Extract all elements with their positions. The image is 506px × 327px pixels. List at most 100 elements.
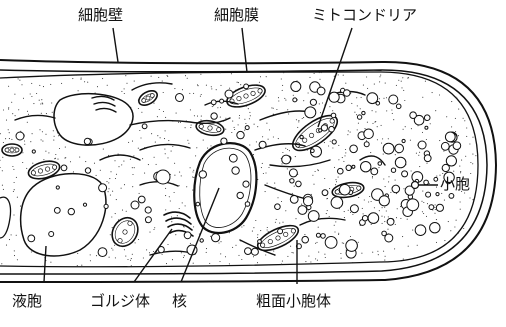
vesicle: [98, 248, 107, 257]
vesicle: [142, 124, 147, 129]
stipple-dot: [164, 138, 165, 139]
vesicle: [361, 162, 371, 172]
stipple-dot: [132, 167, 133, 168]
stipple-dot: [298, 120, 299, 121]
stipple-dot: [206, 248, 207, 249]
stipple-dot: [179, 208, 180, 209]
stipple-dot: [201, 116, 202, 117]
stipple-dot: [81, 78, 82, 79]
stipple-dot: [315, 171, 316, 172]
stipple-dot: [422, 97, 423, 98]
stipple-dot: [460, 209, 461, 210]
stipple-dot: [309, 77, 310, 78]
stipple-dot: [444, 240, 445, 241]
stipple-dot: [329, 106, 330, 107]
stipple-dot: [467, 106, 468, 107]
label-cell-wall: 細胞壁: [78, 7, 123, 23]
stipple-dot: [281, 264, 282, 265]
stipple-dot: [80, 79, 81, 80]
stipple-dot: [13, 191, 14, 192]
stipple-dot: [474, 210, 475, 211]
stipple-dot: [398, 80, 399, 81]
stipple-dot: [381, 216, 382, 217]
stipple-dot: [408, 246, 409, 247]
stipple-dot: [464, 102, 465, 103]
stipple-dot: [448, 71, 449, 72]
stipple-dot: [220, 117, 221, 118]
stipple-dot: [187, 140, 188, 141]
stipple-dot: [171, 221, 172, 222]
stipple-dot: [6, 245, 7, 246]
vesicle: [322, 190, 328, 196]
stipple-dot: [185, 205, 186, 206]
stipple-dot: [96, 255, 97, 256]
stipple-dot: [423, 213, 424, 214]
stipple-dot: [320, 112, 321, 113]
stipple-dot: [112, 249, 113, 250]
vesicle: [232, 167, 239, 174]
stipple-dot: [308, 210, 309, 211]
stipple-dot: [392, 113, 393, 114]
vesicle: [436, 204, 443, 211]
stipple-dot: [239, 115, 240, 116]
stipple-dot: [332, 147, 333, 148]
stipple-dot: [302, 118, 303, 119]
label-nucleus: 核: [172, 293, 187, 309]
stipple-dot: [338, 145, 339, 146]
stipple-dot: [266, 123, 267, 124]
stipple-dot: [395, 180, 396, 181]
vesicle: [389, 95, 398, 104]
stipple-dot: [192, 171, 193, 172]
vesicle: [54, 208, 60, 214]
stipple-dot: [267, 229, 268, 230]
stipple-dot: [421, 201, 422, 202]
stipple-dot: [16, 177, 17, 178]
stipple-dot: [371, 201, 372, 202]
stipple-dot: [310, 261, 311, 262]
stipple-dot: [1, 263, 2, 264]
stipple-dot: [273, 108, 274, 109]
vesicle: [245, 248, 252, 255]
stipple-dot: [3, 109, 4, 110]
stipple-dot: [165, 130, 166, 131]
stipple-dot: [85, 161, 86, 162]
stipple-dot: [244, 130, 245, 131]
stipple-dot: [394, 248, 395, 249]
stipple-dot: [463, 73, 464, 74]
stipple-dot: [260, 230, 261, 231]
stipple-dot: [190, 243, 191, 244]
stipple-dot: [342, 157, 343, 158]
stipple-dot: [163, 111, 164, 112]
stipple-dot: [64, 158, 65, 159]
stipple-dot: [53, 140, 54, 141]
stipple-dot: [385, 83, 386, 84]
stipple-dot: [257, 234, 258, 235]
stipple-dot: [266, 76, 267, 77]
stipple-dot: [134, 167, 135, 168]
stipple-dot: [466, 127, 467, 128]
stipple-dot: [289, 150, 290, 151]
vesicle: [220, 99, 224, 103]
stipple-dot: [106, 181, 107, 182]
stipple-dot: [216, 89, 217, 90]
stipple-dot: [395, 264, 396, 265]
stipple-dot: [197, 84, 198, 85]
stipple-dot: [381, 125, 382, 126]
stipple-dot: [322, 102, 323, 103]
stipple-dot: [343, 243, 344, 244]
stipple-dot: [153, 229, 154, 230]
stipple-dot: [271, 107, 272, 108]
stipple-dot: [260, 76, 261, 77]
stipple-dot: [249, 144, 250, 145]
nucleus: [194, 143, 256, 233]
vesicle: [104, 204, 108, 208]
stipple-dot: [14, 182, 15, 183]
vesicle: [453, 142, 461, 150]
stipple-dot: [284, 98, 285, 99]
stipple-dot: [39, 100, 40, 101]
stipple-dot: [126, 211, 127, 212]
vesicle: [430, 223, 440, 233]
stipple-dot: [455, 118, 456, 119]
stipple-dot: [338, 159, 339, 160]
